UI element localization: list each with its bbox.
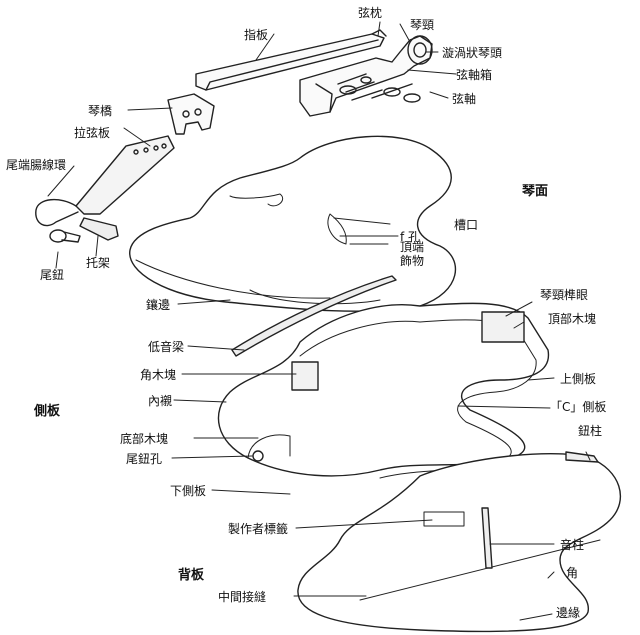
endpin-drawing xyxy=(49,229,81,243)
scroll-label: 漩渦狀琴頭 xyxy=(442,46,503,60)
soundpost-label: 音柱 xyxy=(560,538,585,552)
neck-mortise-label: 琴頸榫眼 xyxy=(540,288,589,302)
endpin-label: 尾鈕 xyxy=(40,268,65,282)
saddle-label: 鈕柱 xyxy=(578,424,603,438)
notch-label: 槽口 xyxy=(454,218,479,232)
leader-lines xyxy=(47,21,591,621)
tail-gut-label: 尾端腸線環 xyxy=(6,158,67,172)
center-joint-label: 中間接縫 xyxy=(218,590,267,604)
chinrest-drawing xyxy=(79,217,119,241)
top-fitting-label: 飾物 xyxy=(400,254,425,268)
bass-bar-drawing xyxy=(231,275,397,357)
top-plate-drawing xyxy=(129,135,456,312)
upper-ribs-label: 上側板 xyxy=(560,372,597,386)
tailgut-drawing xyxy=(35,199,79,227)
bridge-label: 琴橋 xyxy=(88,104,113,118)
edge-label: 邊緣 xyxy=(556,606,581,620)
pegbox-label: 弦軸箱 xyxy=(456,68,493,82)
endpin-hole-label: 尾鈕孔 xyxy=(126,452,163,466)
neck-scroll-drawing xyxy=(299,29,433,117)
corner-blocks-label: 角木塊 xyxy=(140,368,177,382)
corner-label: 角 xyxy=(566,566,579,580)
section-ribs-label: 側板 xyxy=(34,404,61,419)
fingerboard-label: 指板 xyxy=(244,28,269,42)
pegs-label: 弦軸 xyxy=(452,92,477,106)
neck-label: 琴頸 xyxy=(410,18,435,32)
pegs-drawing xyxy=(337,73,421,103)
lower-ribs-label: 下側板 xyxy=(170,484,207,498)
linings-label: 內襯 xyxy=(148,394,173,408)
chinrest-label: 托架 xyxy=(86,256,111,270)
makers-label-label: 製作者標籤 xyxy=(228,522,289,536)
c-ribs-label: 「C」側板 xyxy=(550,400,607,414)
back-plate-drawing xyxy=(297,451,621,633)
nut-label: 弦枕 xyxy=(358,6,383,20)
section-back-label: 背板 xyxy=(178,568,205,583)
bridge-drawing xyxy=(167,93,215,135)
section-top-label: 琴面 xyxy=(522,184,549,199)
top-end-label: 頂端 xyxy=(400,240,425,254)
f-hole-label: f 孔 xyxy=(400,230,421,244)
tailpiece-drawing xyxy=(75,135,175,215)
top-block-label: 頂部木塊 xyxy=(548,312,597,326)
ribs-drawing xyxy=(217,302,550,479)
bass-bar-label: 低音梁 xyxy=(148,340,185,354)
purfling-label: 鑲邊 xyxy=(146,298,171,312)
tailpiece-label: 拉弦板 xyxy=(74,126,111,140)
bottom-block-label: 底部木塊 xyxy=(120,432,169,446)
